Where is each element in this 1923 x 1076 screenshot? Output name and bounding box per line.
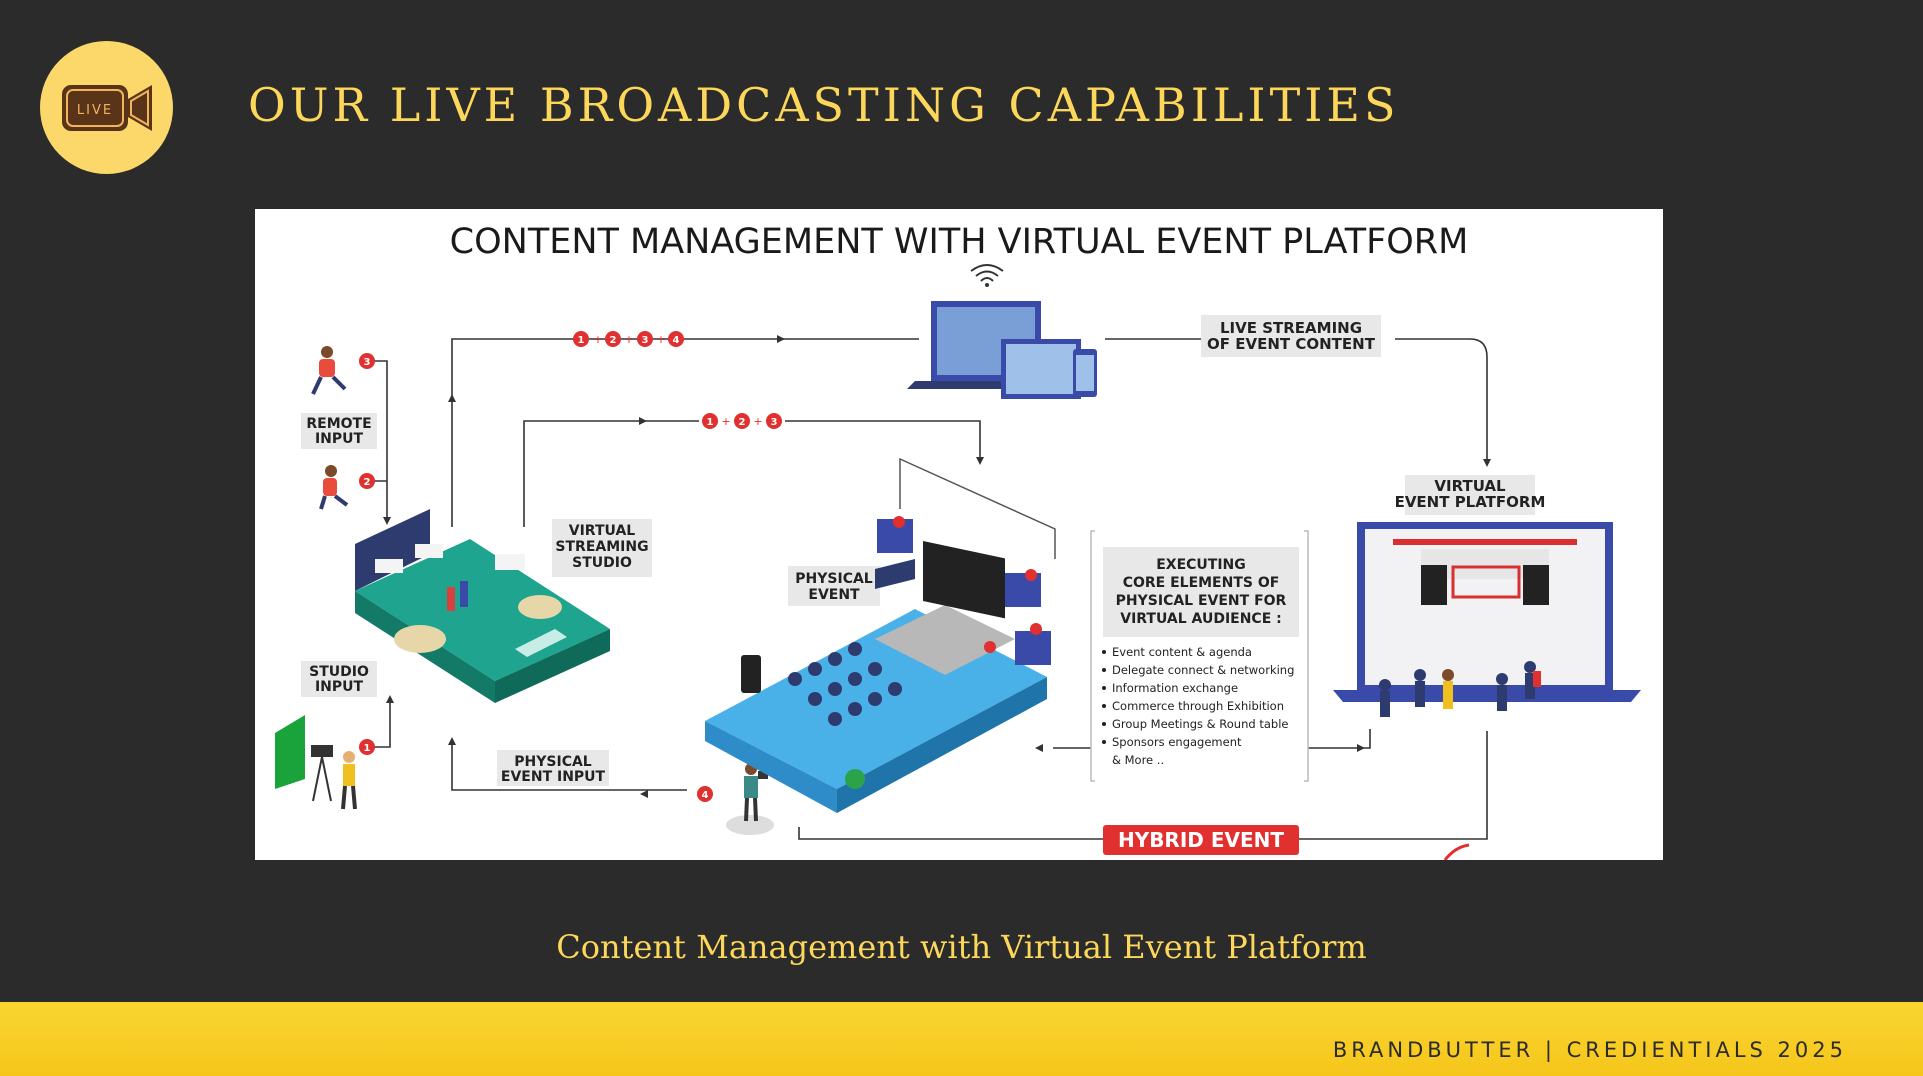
live-camera-logo: LIVE xyxy=(40,41,173,174)
svg-text:VIRTUAL: VIRTUAL xyxy=(569,523,636,539)
bullet-item: Commerce through Exhibition xyxy=(1112,699,1284,713)
svg-text:HYBRID EVENT: HYBRID EVENT xyxy=(1118,828,1284,852)
virtual-streaming-studio-label: VIRTUAL STREAMING STUDIO xyxy=(552,519,652,577)
svg-text:VIRTUAL: VIRTUAL xyxy=(1434,477,1506,495)
svg-text:+: + xyxy=(721,415,730,428)
physical-event-illustration xyxy=(705,457,1056,813)
svg-text:3: 3 xyxy=(364,357,371,368)
cameraman-icon: 4 xyxy=(697,763,774,835)
more-item: & More .. xyxy=(1112,753,1164,767)
svg-text:STUDIO: STUDIO xyxy=(572,555,632,571)
svg-text:3: 3 xyxy=(771,417,778,428)
decorative-swoosh xyxy=(1443,843,1470,860)
svg-text:1: 1 xyxy=(707,417,714,428)
bullet-item: Delegate connect & networking xyxy=(1112,663,1294,677)
svg-text:2: 2 xyxy=(610,335,617,346)
remote-person-icon-2: 2 xyxy=(319,465,375,510)
flow-sequence-top: 1 + 2 + 3 + 4 xyxy=(573,331,684,347)
streaming-devices-icon xyxy=(907,264,1097,399)
svg-text:2: 2 xyxy=(739,417,746,428)
physical-event-input-label: PHYSICAL EVENT INPUT xyxy=(497,750,609,786)
svg-text:PHYSICAL: PHYSICAL xyxy=(795,571,873,587)
svg-text:4: 4 xyxy=(673,335,680,346)
svg-text:1: 1 xyxy=(578,335,585,346)
flow-sequence-middle: 1 + 2 + 3 xyxy=(702,413,782,429)
remote-input-label: REMOTE INPUT xyxy=(301,413,377,449)
svg-text:STREAMING: STREAMING xyxy=(555,539,648,555)
svg-text:+: + xyxy=(624,333,633,346)
svg-text:+: + xyxy=(593,333,602,346)
logo-text: LIVE xyxy=(77,103,113,118)
virtual-event-platform-label: VIRTUAL EVENT PLATFORM xyxy=(1395,475,1546,515)
diagram-heading: CONTENT MANAGEMENT WITH VIRTUAL EVENT PL… xyxy=(450,222,1469,262)
arrowheads xyxy=(383,335,1491,798)
svg-text:LIVE STREAMING: LIVE STREAMING xyxy=(1220,319,1362,337)
svg-text:REMOTE: REMOTE xyxy=(306,416,371,432)
physical-event-label: PHYSICAL EVENT xyxy=(788,566,880,606)
footer-credit: BRANDBUTTER | CREDIENTIALS 2025 xyxy=(1332,1038,1847,1062)
hybrid-event-label: HYBRID EVENT xyxy=(1103,825,1299,855)
bullet-item: Group Meetings & Round table xyxy=(1112,717,1288,731)
svg-text:2: 2 xyxy=(364,477,371,488)
svg-text:STUDIO: STUDIO xyxy=(309,664,369,680)
remote-person-icon: 3 xyxy=(311,346,375,395)
svg-text:PHYSICAL EVENT FOR: PHYSICAL EVENT FOR xyxy=(1116,593,1287,609)
svg-text:+: + xyxy=(656,333,665,346)
svg-text:EXECUTING: EXECUTING xyxy=(1156,557,1246,573)
executing-core-elements-panel: EXECUTING CORE ELEMENTS OF PHYSICAL EVEN… xyxy=(1090,530,1309,782)
svg-text:OF EVENT CONTENT: OF EVENT CONTENT xyxy=(1207,335,1376,353)
svg-text:4: 4 xyxy=(702,790,709,801)
svg-text:EVENT: EVENT xyxy=(808,587,860,603)
svg-text:3: 3 xyxy=(642,335,649,346)
svg-text:INPUT: INPUT xyxy=(315,431,364,447)
diagram-caption: Content Management with Virtual Event Pl… xyxy=(556,928,1367,966)
svg-text:PHYSICAL: PHYSICAL xyxy=(514,754,592,770)
footer-bar: BRANDBUTTER | CREDIENTIALS 2025 xyxy=(0,1002,1923,1076)
page-title: OUR LIVE BROADCASTING CAPABILITIES xyxy=(248,78,1400,132)
svg-text:+: + xyxy=(753,415,762,428)
virtual-streaming-studio-illustration xyxy=(355,509,610,703)
bullet-item: Sponsors engagement xyxy=(1112,735,1242,749)
green-screen-camera-icon: 1 xyxy=(275,715,375,810)
virtual-platform-laptop-illustration xyxy=(1333,522,1641,717)
svg-text:EVENT INPUT: EVENT INPUT xyxy=(501,769,606,785)
bullet-item: Event content & agenda xyxy=(1112,645,1252,659)
svg-text:1: 1 xyxy=(364,743,371,754)
svg-text:INPUT: INPUT xyxy=(315,679,364,695)
live-streaming-label: LIVE STREAMING OF EVENT CONTENT xyxy=(1201,315,1381,357)
bullet-item: Information exchange xyxy=(1112,681,1238,695)
svg-text:VIRTUAL AUDIENCE :: VIRTUAL AUDIENCE : xyxy=(1120,611,1282,627)
studio-input-label: STUDIO INPUT xyxy=(301,661,377,697)
svg-text:EVENT PLATFORM: EVENT PLATFORM xyxy=(1395,493,1546,511)
svg-text:CORE ELEMENTS OF: CORE ELEMENTS OF xyxy=(1123,575,1280,591)
video-camera-icon: LIVE xyxy=(62,85,152,131)
content-management-diagram: CONTENT MANAGEMENT WITH VIRTUAL EVENT PL… xyxy=(255,209,1663,860)
